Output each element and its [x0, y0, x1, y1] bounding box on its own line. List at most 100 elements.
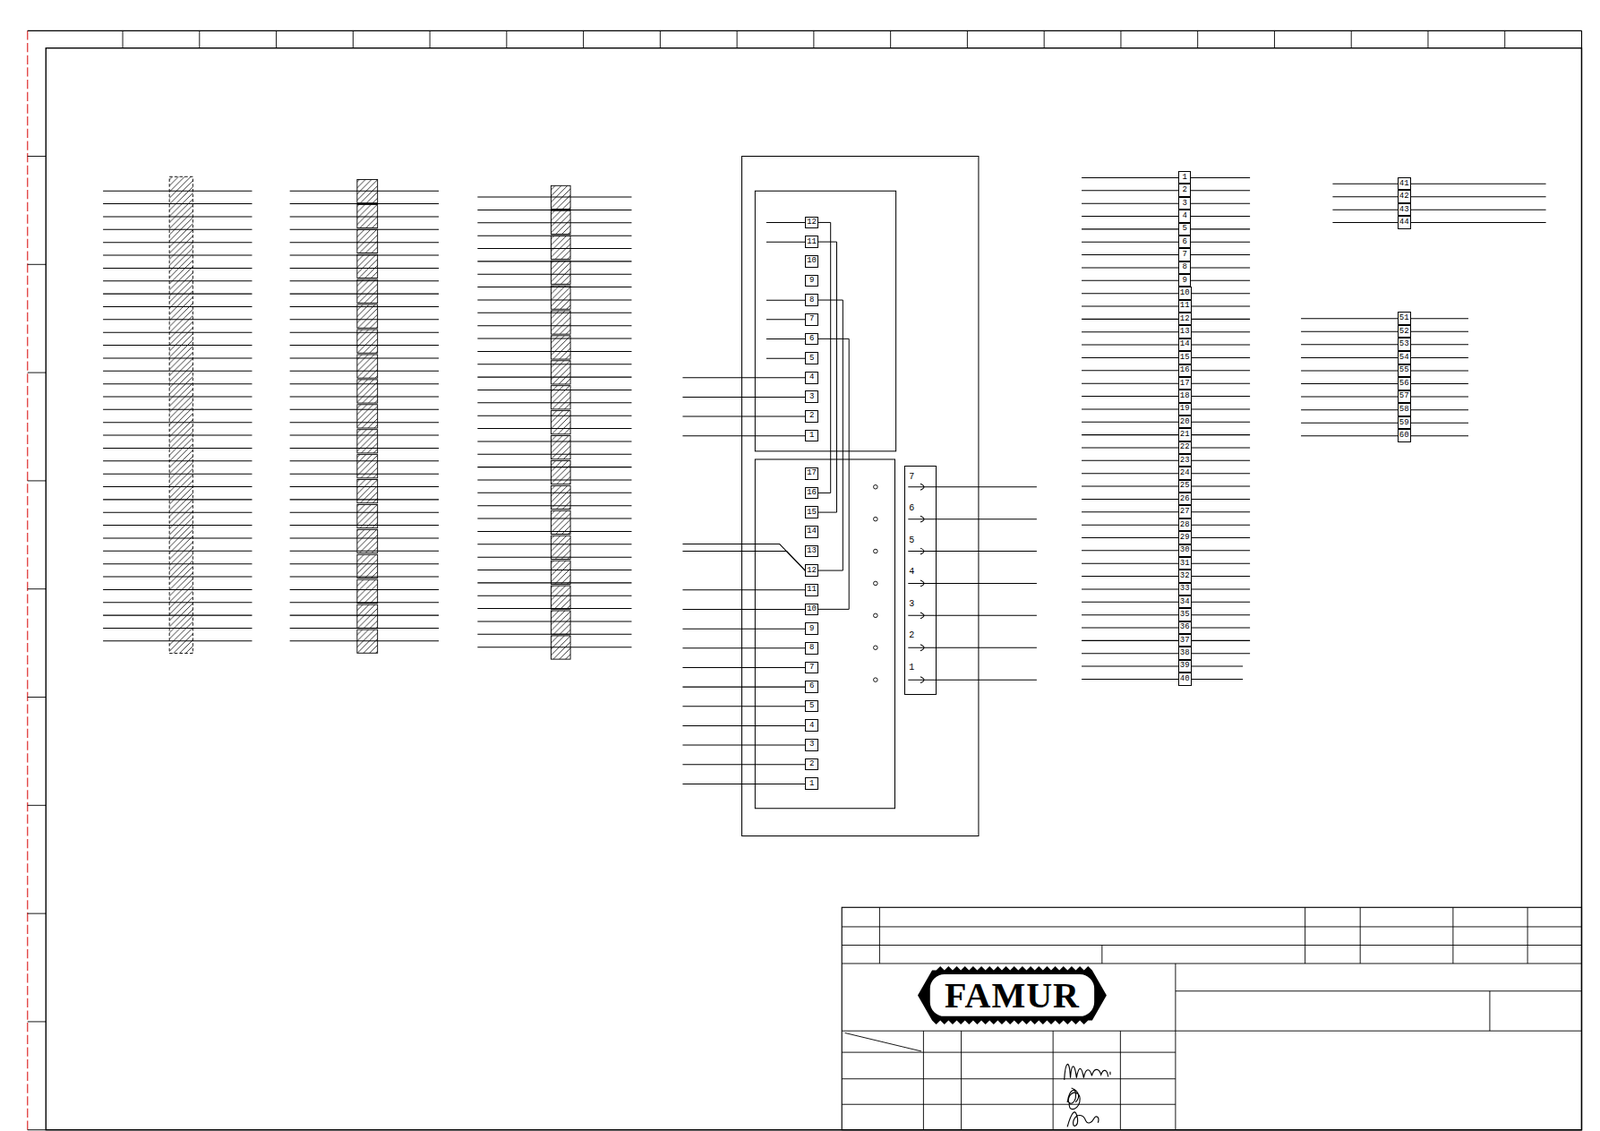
terminal-box: 6 — [1178, 235, 1191, 249]
jumper-wire — [818, 299, 843, 571]
wire — [682, 686, 805, 688]
terminal-box: 53 — [1397, 337, 1412, 351]
terminal-box: 39 — [1178, 659, 1192, 673]
wire — [1300, 435, 1398, 437]
terminal-block — [550, 560, 571, 584]
terminal-number: 59 — [1399, 419, 1410, 428]
terminal-number: 54 — [1399, 353, 1410, 362]
wire — [1081, 601, 1179, 603]
terminal-box: 18 — [1178, 389, 1192, 403]
wire — [1410, 222, 1547, 223]
wire — [1410, 422, 1469, 424]
grid-tick — [198, 30, 200, 48]
terminal-number: 6 — [809, 334, 814, 343]
terminal-number: 24 — [1180, 469, 1190, 478]
grid-tick — [1427, 30, 1429, 48]
grid-tick — [275, 30, 277, 48]
terminal-number: 26 — [1180, 495, 1190, 504]
terminal-box: 29 — [1178, 530, 1192, 544]
terminal-block — [357, 379, 378, 403]
grid-tick — [27, 372, 47, 374]
wire — [1300, 422, 1398, 424]
table-line — [879, 906, 881, 964]
terminal-box: 7 — [804, 313, 819, 326]
terminal-box: 9 — [1178, 273, 1191, 287]
terminal-box: 14 — [1178, 338, 1192, 351]
terminal-number: 2 — [809, 411, 814, 420]
wire — [1190, 203, 1250, 205]
wire — [1081, 627, 1179, 629]
terminal-number: 34 — [1180, 598, 1190, 607]
terminal-block — [357, 254, 378, 278]
terminal-number: 8 — [809, 643, 814, 652]
terminal-number: 32 — [1180, 572, 1190, 581]
wire — [1081, 306, 1179, 308]
terminal-box: 10 — [804, 603, 819, 617]
terminal-number: 12 — [806, 218, 817, 227]
terminal-number: 7 — [809, 663, 814, 672]
wire — [1081, 215, 1179, 217]
wire — [682, 647, 805, 649]
terminal-block — [357, 304, 378, 328]
terminal-box: 11 — [804, 235, 819, 249]
signature — [1064, 1063, 1111, 1079]
wire — [1300, 343, 1398, 345]
wire — [766, 338, 805, 340]
terminal-number: 44 — [1399, 218, 1410, 227]
wire — [1332, 209, 1398, 211]
grid-tick — [1043, 30, 1045, 48]
wire — [1190, 446, 1250, 448]
wire — [1081, 395, 1179, 397]
terminal-box: 12 — [1178, 312, 1192, 326]
wire — [1081, 575, 1179, 577]
terminal-box: 9 — [804, 622, 819, 635]
terminal-number: 35 — [1180, 610, 1190, 619]
terminal-box: 1 — [1178, 171, 1191, 184]
terminal-number: 3 — [1181, 199, 1187, 208]
terminal-number: 6 — [809, 682, 814, 691]
title-block — [841, 906, 1582, 1130]
wire — [1190, 228, 1250, 230]
wire — [1190, 472, 1250, 474]
terminal-block — [357, 554, 378, 578]
table-line — [1304, 906, 1306, 964]
terminal-box: 60 — [1397, 428, 1412, 443]
connector-block: 7654321 — [904, 465, 937, 695]
wire — [1410, 343, 1469, 345]
wire — [682, 705, 805, 707]
terminal-block — [357, 354, 378, 378]
terminal-number: 21 — [1180, 430, 1190, 439]
table-line — [1488, 991, 1490, 1031]
terminal-block — [357, 479, 378, 504]
terminal-number: 30 — [1180, 546, 1190, 555]
wire — [1081, 549, 1179, 551]
terminal-number: 41 — [1399, 179, 1410, 189]
wire — [1190, 614, 1250, 616]
terminal-number: 7 — [1181, 250, 1187, 259]
terminal-number: 6 — [1181, 238, 1187, 247]
wire — [1081, 652, 1179, 654]
wire — [1190, 537, 1250, 539]
terminal-number: 39 — [1180, 661, 1190, 670]
terminal-box: 37 — [1178, 633, 1192, 647]
terminal-number: 15 — [806, 508, 817, 517]
grid-tick — [505, 30, 507, 48]
wire — [1410, 396, 1469, 398]
wire — [1081, 421, 1179, 423]
terminal-number: 51 — [1399, 314, 1410, 323]
wire — [1190, 331, 1250, 333]
terminal-number: 22 — [1180, 443, 1190, 452]
wire — [682, 783, 805, 785]
terminal-block — [550, 360, 571, 385]
terminal-group — [754, 459, 895, 809]
table-line — [841, 962, 1582, 964]
pin-socket — [873, 516, 879, 522]
terminal-box: 40 — [1178, 672, 1192, 685]
terminal-box: 28 — [1178, 518, 1192, 531]
terminal-number: 40 — [1180, 675, 1190, 684]
grid-tick — [27, 264, 47, 266]
wire — [1190, 280, 1250, 282]
wire — [1190, 486, 1250, 488]
terminal-box: 3 — [804, 390, 819, 403]
grid-tick — [1197, 30, 1198, 48]
